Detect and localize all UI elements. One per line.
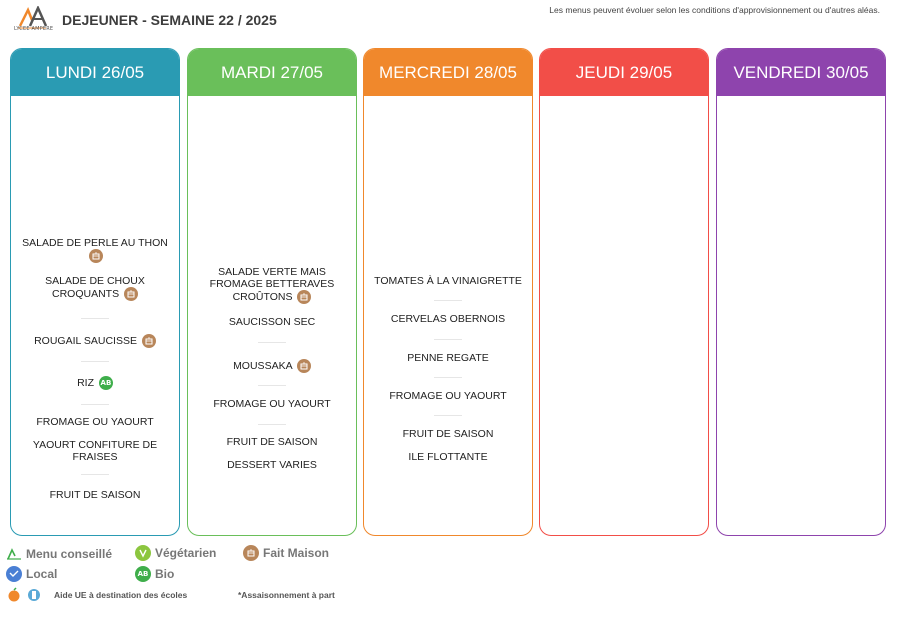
- dish-item: FRUIT DE SAISON: [402, 428, 494, 440]
- legend: Menu conseillé Végétarien Fait Maison Lo…: [0, 540, 900, 620]
- dish-item: MOUSSAKA: [194, 359, 350, 373]
- day-header-monday: LUNDI 26/05: [11, 49, 179, 96]
- dish-item: FROMAGE OU YAOURT: [213, 398, 331, 410]
- dish-item: SAUCISSON SEC: [228, 316, 316, 328]
- legend-local: Local: [6, 566, 57, 582]
- day-column-tuesday: MARDI 27/05 SALADE VERTE MAIS FROMAGE BE…: [187, 48, 357, 536]
- legend-assaisonnement: *Assaisonnement à part: [238, 590, 335, 600]
- dish-item: SALADE VERTE MAIS FROMAGE BETTERAVES CRO…: [209, 266, 335, 304]
- dish-item: FROMAGE OU YAOURT: [36, 416, 154, 428]
- legend-menu-conseille: Menu conseillé: [6, 546, 112, 562]
- dish-item: RIZ AB: [77, 376, 113, 390]
- day-header-tuesday: MARDI 27/05: [188, 49, 356, 96]
- day-column-wednesday: MERCREDI 28/05 TOMATES À LA VINAIGRETTE …: [363, 48, 533, 536]
- page-title: DEJEUNER - SEMAINE 22 / 2025: [62, 12, 277, 28]
- fruit-icon: [6, 587, 22, 603]
- dish-item: FROMAGE OU YAOURT: [389, 390, 507, 402]
- day-menu-tuesday: SALADE VERTE MAIS FROMAGE BETTERAVES CRO…: [188, 96, 356, 535]
- dish-item: DESSERT VARIES: [227, 459, 317, 471]
- day-menu-wednesday: TOMATES À LA VINAIGRETTE CERVELAS OBERNO…: [364, 96, 532, 535]
- legend-bio: AB Bio: [135, 566, 174, 582]
- fait-maison-icon: [124, 287, 138, 301]
- separator: [258, 342, 286, 343]
- dish-item: SALADE DE CHOUX CROQUANTS: [45, 275, 145, 301]
- bio-icon: AB: [135, 566, 151, 582]
- logo-text: LYCEE AMPERE: [14, 26, 54, 32]
- bio-icon: AB: [98, 376, 113, 390]
- fait-maison-icon: [89, 249, 103, 263]
- milk-icon: [26, 587, 42, 603]
- header: LYCEE AMPERE DEJEUNER - SEMAINE 22 / 202…: [0, 0, 900, 40]
- separator: [81, 404, 109, 405]
- separator: [81, 361, 109, 362]
- fait-maison-icon: [243, 545, 259, 561]
- local-icon: [6, 566, 22, 582]
- separator: [81, 474, 109, 475]
- separator: [434, 415, 462, 416]
- dish-item: SALADE DE PERLE AU THON: [17, 237, 173, 263]
- vegetarien-icon: [135, 545, 151, 561]
- separator: [81, 318, 109, 319]
- legend-fait-maison: Fait Maison: [243, 545, 329, 561]
- day-header-friday: VENDREDI 30/05: [717, 49, 885, 96]
- day-column-friday: VENDREDI 30/05: [716, 48, 886, 536]
- legend-vegetarien: Végétarien: [135, 545, 216, 561]
- dish-item: ROUGAIL SAUCISSE: [17, 334, 173, 348]
- supply-notice: Les menus peuvent évoluer selon les cond…: [549, 5, 880, 15]
- dish-item: FRUIT DE SAISON: [226, 436, 318, 448]
- day-column-thursday: JEUDI 29/05: [539, 48, 709, 536]
- day-menu-thursday: [540, 96, 708, 535]
- separator: [434, 339, 462, 340]
- fait-maison-icon: [297, 290, 312, 304]
- lycee-ampere-logo: [18, 6, 48, 29]
- legend-aide-ue: Aide UE à destination des écoles: [6, 587, 187, 603]
- separator: [434, 377, 462, 378]
- menu-conseille-icon: [6, 546, 22, 562]
- day-menu-friday: [717, 96, 885, 535]
- separator: [258, 424, 286, 425]
- dish-item: CERVELAS OBERNOIS: [390, 313, 506, 325]
- day-column-monday: LUNDI 26/05 SALADE DE PERLE AU THON SALA…: [10, 48, 180, 536]
- separator: [434, 300, 462, 301]
- separator: [258, 385, 286, 386]
- dish-item: TOMATES À LA VINAIGRETTE: [374, 275, 522, 287]
- day-header-thursday: JEUDI 29/05: [540, 49, 708, 96]
- day-menu-monday: SALADE DE PERLE AU THON SALADE DE CHOUX …: [11, 96, 179, 535]
- dish-item: ILE FLOTTANTE: [408, 451, 488, 463]
- fait-maison-icon: [296, 359, 311, 373]
- dish-item: PENNE REGATE: [407, 352, 489, 364]
- dish-item: FRUIT DE SAISON: [49, 489, 141, 501]
- fait-maison-icon: [141, 334, 156, 348]
- dish-item: YAOURT CONFITURE DE FRAISES: [32, 439, 158, 463]
- day-header-wednesday: MERCREDI 28/05: [364, 49, 532, 96]
